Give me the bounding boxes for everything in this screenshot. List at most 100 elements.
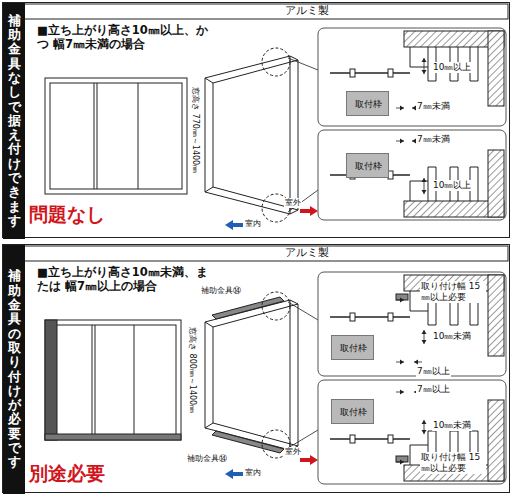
- wall-hatch: [488, 31, 504, 106]
- detail-circle: [262, 292, 290, 320]
- window-sash: [95, 325, 96, 435]
- dimension-arrow: [422, 330, 427, 334]
- detail-box: [318, 380, 506, 484]
- rail-profile: [450, 167, 458, 168]
- dimension-arrow: [414, 360, 418, 365]
- mounting-frame: 取付枠: [331, 335, 374, 360]
- rail-profile: [410, 47, 411, 67]
- window-dark-frame: [45, 320, 57, 440]
- dimension-label: 7㎜以上: [416, 366, 451, 377]
- frame-side: [205, 322, 206, 428]
- header-strip: [24, 246, 508, 261]
- wall-hatch: [488, 150, 504, 217]
- frame-side: [205, 78, 206, 192]
- header-text: アルミ製: [285, 246, 329, 260]
- direction-arrow: [225, 220, 243, 230]
- rail-profile: [410, 67, 428, 68]
- rail-profile: [450, 81, 458, 82]
- frame-label: 取付枠: [340, 406, 365, 419]
- bolt: [388, 435, 393, 443]
- condition-text: ■立ち上がり高さ10㎜以上、かつ 幅7㎜未満の場合: [37, 23, 209, 52]
- rail-profile: [410, 181, 411, 201]
- dimension-label: 7㎜未満: [416, 101, 451, 112]
- band-text: 補助金具の取り付けが必要です: [8, 269, 21, 469]
- header-strip: [24, 4, 508, 19]
- bolt: [350, 435, 355, 443]
- rail-profile: [470, 325, 478, 326]
- window-inner: [50, 325, 176, 435]
- frame-side: [298, 304, 299, 446]
- auxiliary-bracket: [212, 431, 284, 453]
- rail-profile: [428, 81, 436, 82]
- rail-profile: [470, 167, 478, 168]
- frame-side: [213, 83, 214, 187]
- leader-line: [288, 58, 318, 70]
- direction-arrow: [225, 469, 243, 479]
- mounting-frame: 取付枠: [346, 91, 389, 116]
- height-label: 窓高さ 800㎜～1400㎜: [187, 326, 197, 414]
- frame-label: 取付枠: [355, 160, 380, 173]
- dimension-arrow: [422, 420, 427, 424]
- vertical-band: 補助金具の取り付けが必要です: [3, 245, 25, 494]
- window-sash: [94, 83, 95, 189]
- window-frame: [45, 320, 181, 440]
- bolt: [388, 313, 393, 321]
- window-sash: [92, 325, 93, 435]
- rail-profile: [428, 167, 429, 201]
- vertical-band: 補助金具なしで据え付けできます: [3, 3, 25, 239]
- frame-side: [290, 300, 291, 450]
- rail-profile: [428, 325, 436, 326]
- dimension-arrow: [400, 298, 404, 303]
- wall-hatch: [488, 400, 504, 481]
- dimension-label: 補助金具⑭: [186, 454, 228, 464]
- leader-line: [288, 302, 318, 320]
- window-sash: [97, 83, 98, 189]
- direction-arrow: [300, 455, 318, 465]
- bolt: [350, 313, 355, 321]
- leader-line: [288, 430, 318, 448]
- dimension-label: 取り付け幅 15㎜以上必要: [420, 281, 486, 303]
- dimension-arrow: [422, 190, 427, 194]
- auxiliary-bracket: [212, 297, 284, 319]
- direction-arrow: [300, 206, 318, 216]
- rail-profile: [478, 167, 479, 201]
- rail-profile: [410, 445, 428, 446]
- bracket-bar: [330, 72, 410, 74]
- frame-label: 取付枠: [355, 98, 380, 111]
- rail-profile: [450, 325, 458, 326]
- frame-side: [213, 327, 214, 423]
- bracket-bar: [330, 316, 410, 318]
- status-label: 別途必要: [28, 462, 106, 485]
- window-sash: [134, 325, 135, 435]
- dimension-arrow: [400, 460, 404, 465]
- mounting-frame: 取付枠: [346, 153, 389, 178]
- dimension-label: 10㎜未満: [432, 331, 472, 342]
- dimension-arrow: [422, 340, 427, 344]
- band-text: 補助金具なしで据え付けできます: [8, 14, 21, 228]
- frame-side: [298, 60, 299, 210]
- rail-profile: [410, 311, 428, 312]
- bolt: [388, 69, 393, 77]
- dimension-label: 7㎜未満: [416, 134, 451, 145]
- dimension-label: 室内: [244, 468, 262, 478]
- dimension-arrow: [400, 390, 404, 395]
- frame-label: 取付枠: [340, 342, 365, 355]
- status-label: 問題なし: [28, 203, 106, 226]
- detail-box: [318, 130, 506, 220]
- instruction-panel: アルミ製■立ち上がり高さ10㎜以上、かつ 幅7㎜未満の場合補助金具なしで据え付け…: [2, 2, 510, 238]
- rail-profile: [410, 291, 411, 311]
- rail-profile: [470, 81, 478, 82]
- height-label: 窓高さ 770㎜～1400㎜: [190, 86, 200, 174]
- window-dark-frame: [45, 434, 181, 440]
- dimension-arrow: [400, 139, 404, 144]
- dimension-arrow: [422, 70, 427, 74]
- dimension-label: 取り付け幅 15㎜以上必要: [420, 452, 486, 474]
- window-frame: [45, 78, 187, 194]
- dimension-arrow: [400, 106, 404, 111]
- rail-profile: [428, 167, 436, 168]
- rail-profile: [428, 47, 429, 81]
- mounting-frame: 取付枠: [331, 399, 374, 424]
- dimension-label: 室外: [284, 198, 302, 208]
- dimension-label: 10㎜未満: [432, 420, 472, 431]
- window-inner: [50, 83, 182, 189]
